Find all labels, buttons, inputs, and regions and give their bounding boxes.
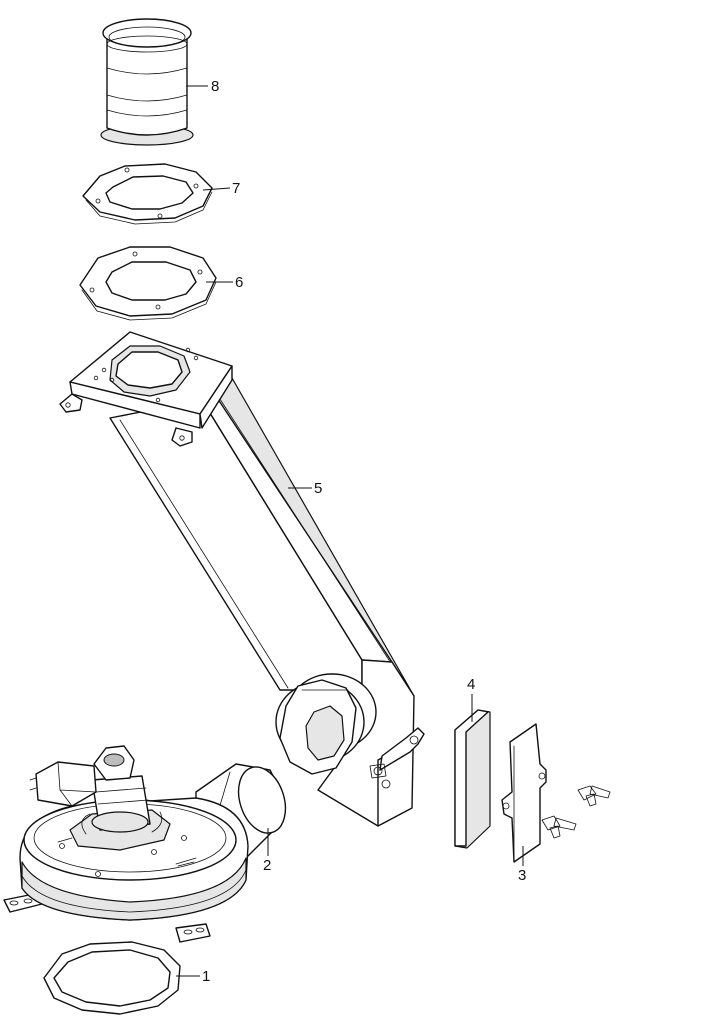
leader-7 [202, 187, 231, 191]
callout-7: 7 [232, 180, 240, 197]
callout-8: 8 [211, 78, 219, 95]
wing-screw-upper [577, 785, 611, 807]
part-8-pipe-collar [100, 18, 194, 146]
part-4-rect-gasket [454, 709, 491, 849]
callout-2: 2 [263, 857, 271, 874]
part-1-ring-gasket [43, 941, 181, 1015]
callout-1: 1 [202, 968, 210, 985]
callout-4: 4 [467, 676, 475, 693]
wing-screw-duct [369, 763, 387, 779]
callout-labels: 8 7 6 5 4 3 2 1 [202, 78, 526, 985]
part-7-gasket [82, 163, 213, 225]
callout-5: 5 [314, 480, 322, 497]
callout-3: 3 [518, 867, 526, 884]
callout-leaders [176, 85, 524, 977]
wing-screw-lower [541, 815, 577, 839]
part-6-flange-plate [79, 246, 217, 321]
callout-6: 6 [235, 274, 243, 291]
part-2-blower-fan [3, 745, 287, 943]
part-3-cover-plate [501, 723, 547, 863]
part-5-flue-duct [59, 331, 425, 827]
wing-screws [369, 763, 611, 839]
